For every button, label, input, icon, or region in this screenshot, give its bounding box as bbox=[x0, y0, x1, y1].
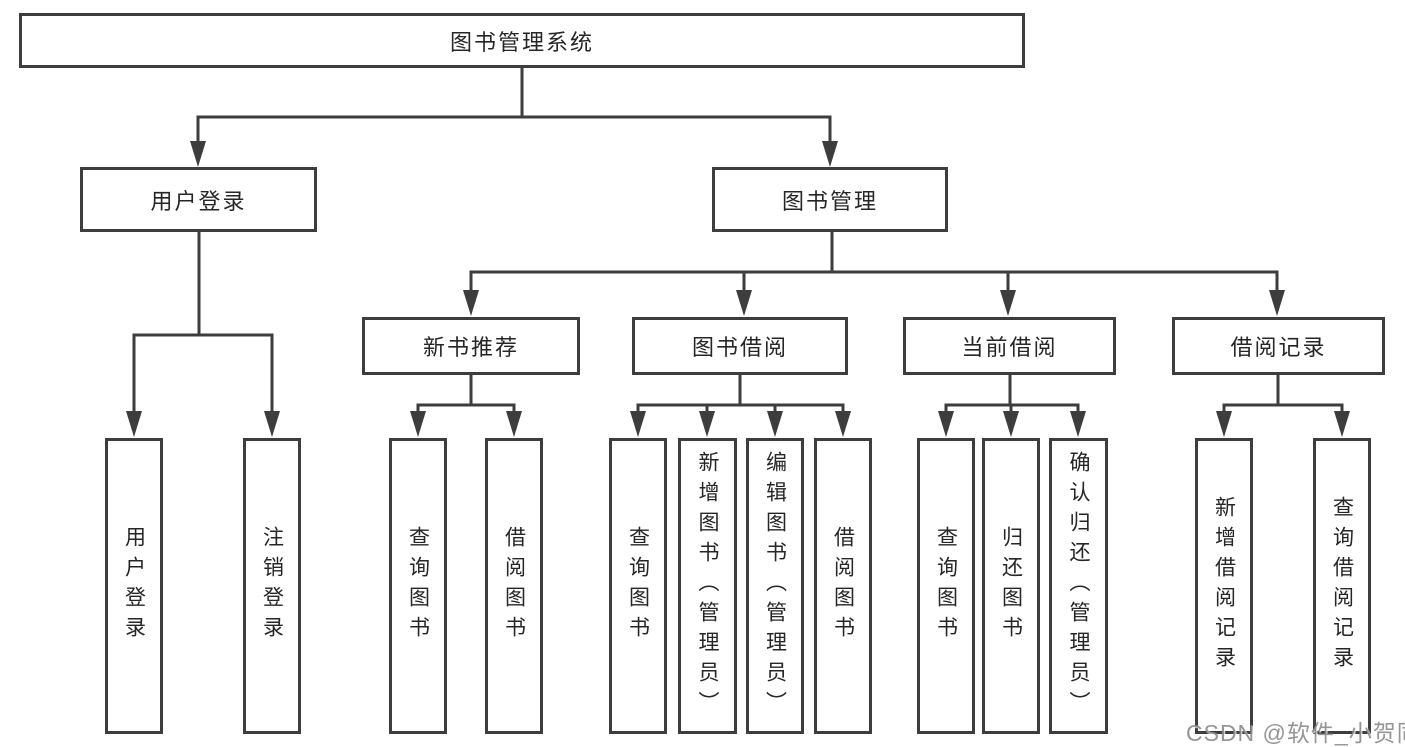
leaf-add-book-admin-label: 新增图书（管理员） bbox=[696, 451, 719, 721]
leaf-confirm-return-admin-label: 确认归还（管理员） bbox=[1067, 451, 1090, 721]
leaf-query-books-recommend-label: 查询图书 bbox=[406, 526, 430, 646]
leaf-query-borrow-record-label: 查询借阅记录 bbox=[1330, 496, 1354, 676]
leaf-borrow-books-recommend: 借阅图书 bbox=[485, 438, 543, 734]
leaf-query-books-borrowing-label: 查询图书 bbox=[626, 526, 650, 646]
node-new-book-recommendation-label: 新书推荐 bbox=[422, 335, 519, 360]
leaf-query-books-current: 查询图书 bbox=[917, 438, 975, 734]
node-new-book-recommendation: 新书推荐 bbox=[362, 317, 580, 375]
node-book-borrowing-label: 图书借阅 bbox=[691, 335, 788, 360]
leaf-borrow-books-recommend-label: 借阅图书 bbox=[502, 526, 526, 646]
leaf-query-books-borrowing: 查询图书 bbox=[609, 438, 667, 734]
leaf-add-book-admin: 新增图书（管理员） bbox=[678, 438, 737, 734]
node-borrowing-records-label: 借阅记录 bbox=[1230, 335, 1327, 360]
node-book-management: 图书管理 bbox=[712, 167, 948, 232]
node-book-borrowing: 图书借阅 bbox=[632, 317, 848, 375]
leaf-query-borrow-record: 查询借阅记录 bbox=[1313, 438, 1371, 734]
leaf-confirm-return-admin: 确认归还（管理员） bbox=[1049, 438, 1108, 734]
leaf-user-login-label: 用户登录 bbox=[122, 526, 146, 646]
leaf-logout-login-label: 注销登录 bbox=[260, 526, 284, 646]
leaf-edit-book-admin: 编辑图书（管理员） bbox=[746, 438, 804, 734]
leaf-user-login: 用户登录 bbox=[105, 438, 163, 734]
leaf-query-books-current-label: 查询图书 bbox=[934, 526, 958, 646]
node-user-login: 用户登录 bbox=[80, 167, 317, 232]
leaf-return-book: 归还图书 bbox=[982, 438, 1040, 734]
leaf-edit-book-admin-label: 编辑图书（管理员） bbox=[763, 451, 787, 721]
leaf-add-borrow-record: 新增借阅记录 bbox=[1195, 438, 1253, 734]
leaf-borrow-books-borrowing: 借阅图书 bbox=[814, 438, 872, 734]
leaf-borrow-books-borrowing-label: 借阅图书 bbox=[831, 526, 855, 646]
leaf-add-borrow-record-label: 新增借阅记录 bbox=[1212, 496, 1236, 676]
csdn-watermark: CSDN @软件_小贺同学 bbox=[1186, 720, 1405, 746]
node-user-login-label: 用户登录 bbox=[150, 188, 247, 214]
node-current-borrowing-label: 当前借阅 bbox=[961, 335, 1058, 360]
node-book-management-label: 图书管理 bbox=[781, 188, 878, 214]
node-borrowing-records: 借阅记录 bbox=[1172, 317, 1385, 375]
node-library-system: 图书管理系统 bbox=[19, 13, 1025, 68]
leaf-query-books-recommend: 查询图书 bbox=[389, 438, 447, 734]
leaf-return-book-label: 归还图书 bbox=[999, 526, 1023, 646]
leaf-logout-login: 注销登录 bbox=[243, 438, 301, 734]
node-current-borrowing: 当前借阅 bbox=[903, 317, 1116, 375]
node-library-system-label: 图书管理系统 bbox=[449, 29, 594, 55]
